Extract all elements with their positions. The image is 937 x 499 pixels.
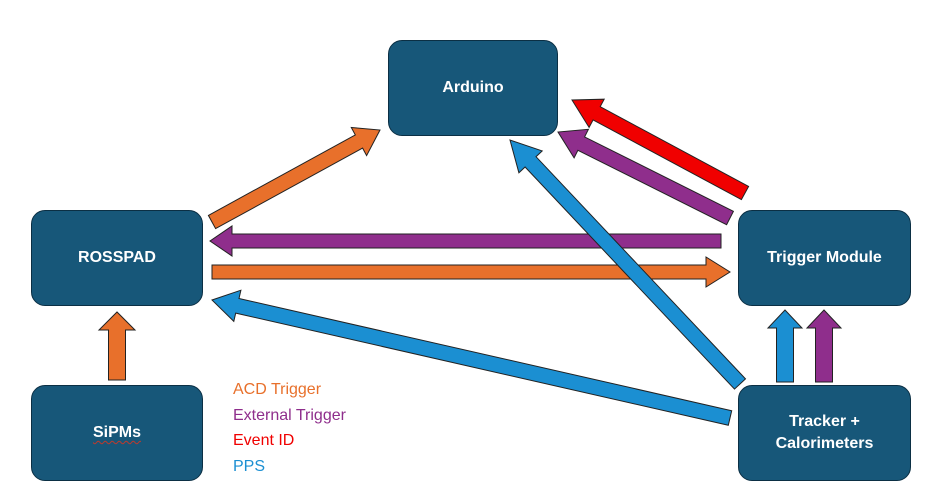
arrow-acd-rosspad-to-arduino <box>207 126 381 230</box>
sipms-node: SiPMs <box>31 385 203 481</box>
arrow-pps-tracker-to-arduino <box>509 139 747 390</box>
legend-pps: PPS <box>233 457 266 475</box>
arrow-ext-tracker-to-trigger <box>805 309 843 383</box>
arrow-pps-tracker-to-trigger <box>766 309 804 383</box>
legend-external-trigger: External Trigger <box>233 406 346 424</box>
arrow-ext-trigger-to-rosspad <box>209 225 722 257</box>
arrow-eventid-trigger-to-arduino <box>571 98 750 201</box>
trigger-module-node: Trigger Module <box>738 210 911 306</box>
tracker-calorimeters-label: Tracker + Calorimeters <box>775 413 874 452</box>
arrow-pps-tracker-to-rosspad <box>211 289 733 426</box>
arduino-node: Arduino <box>388 40 558 136</box>
legend-event-id: Event ID <box>233 432 295 449</box>
arrow-ext-trigger-to-arduino <box>557 128 735 226</box>
arrow-acd-rosspad-to-trigger <box>211 256 731 288</box>
tracker-calorimeters-node: Tracker + Calorimeters <box>738 385 911 481</box>
trigger-module-label: Trigger Module <box>767 249 882 267</box>
legend: ACD Trigger External Trigger Event ID PP… <box>233 377 346 479</box>
rosspad-node: ROSSPAD <box>31 210 203 306</box>
legend-acd-trigger: ACD Trigger <box>233 381 322 398</box>
arduino-label: Arduino <box>442 79 504 97</box>
sipms-label: SiPMs <box>92 424 141 442</box>
rosspad-label: ROSSPAD <box>78 249 156 267</box>
arrow-acd-sipms-to-rosspad <box>97 311 137 381</box>
